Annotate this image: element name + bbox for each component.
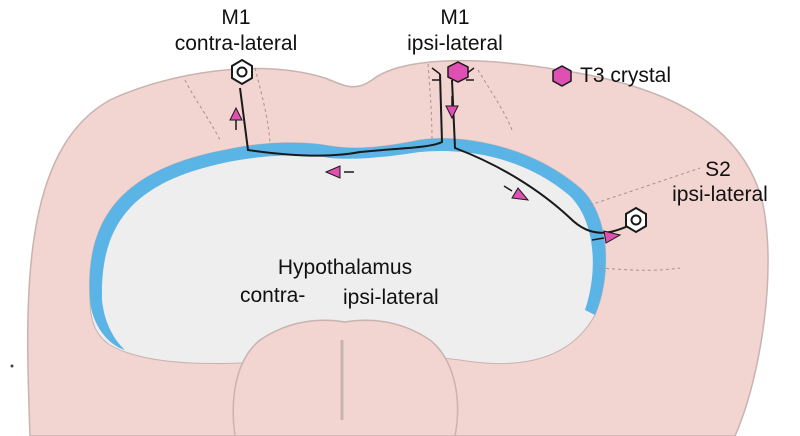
s2-subtitle: ipsi-lateral — [672, 183, 768, 206]
s2-title: S2 — [705, 158, 731, 181]
legend-label: T3 crystal — [580, 64, 672, 87]
arrow-icon — [591, 230, 622, 244]
arrow-icon — [229, 106, 243, 130]
hypothalamus-region — [232, 319, 459, 436]
m1-ipsi-subtitle: ipsi-lateral — [407, 32, 503, 55]
m1-contra-title: M1 — [221, 6, 251, 29]
hypothalamus-ipsi-label: ipsi-lateral — [343, 286, 439, 309]
arrow-icon — [445, 96, 459, 120]
hypothalamus-contra-label: contra- — [240, 284, 306, 307]
area-boundaries — [184, 63, 701, 271]
axon-path — [239, 73, 444, 157]
margin-dot — [10, 364, 14, 368]
hypothalamus-title: Hypothalamus — [277, 256, 413, 279]
m1-contra-subtitle: contra-lateral — [174, 32, 298, 55]
arrow-icon — [503, 185, 530, 201]
t3-crystal-icon — [447, 61, 469, 83]
neuron-soma-icon — [625, 206, 647, 234]
arrow-icon — [324, 165, 354, 179]
neuron-soma-icon — [231, 58, 253, 86]
m1-ipsi-title: M1 — [440, 6, 470, 29]
legend-crystal-icon — [552, 65, 572, 87]
